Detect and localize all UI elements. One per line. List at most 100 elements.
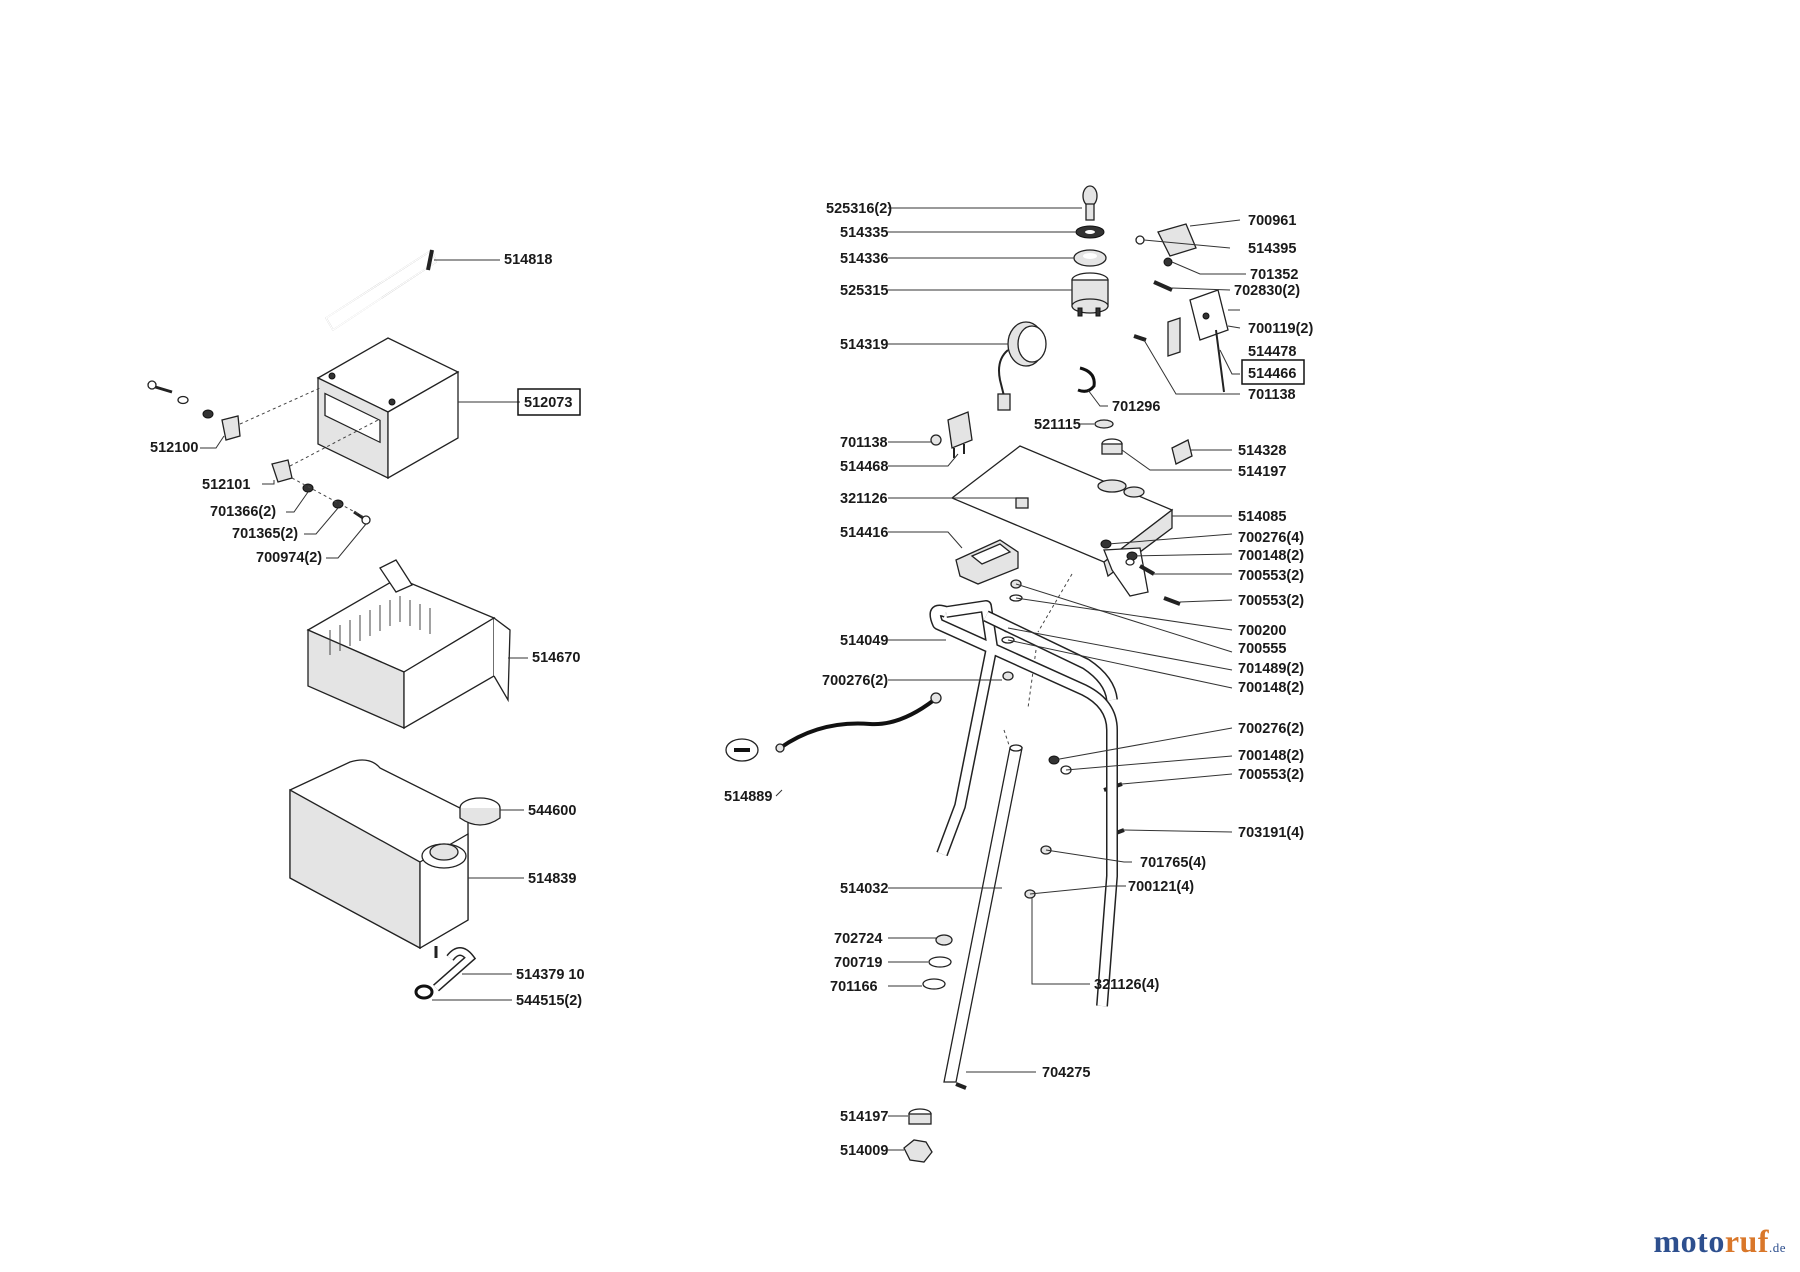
hour-meter: [997, 321, 1047, 411]
label-701138a: 701138: [840, 435, 888, 451]
label-700974: 700974(2): [256, 550, 322, 566]
fuel-cap: [459, 797, 501, 826]
ignition-switch: [1071, 272, 1109, 317]
screw-701138b: [1133, 334, 1147, 342]
label-700961: 700961: [1248, 213, 1296, 229]
label-512073: 512073: [524, 395, 572, 411]
battery: [316, 337, 460, 480]
label-700119: 700119(2): [1248, 321, 1313, 337]
bushing-bottom: [908, 1108, 932, 1125]
bushing-top: [1101, 438, 1123, 455]
washer-702724: [935, 934, 953, 946]
label-514009: 514009: [840, 1143, 888, 1159]
screw-701138: [930, 434, 942, 446]
label-321126a: 321126: [840, 491, 888, 507]
label-box-512073: [517, 388, 581, 416]
label-321126b: 321126(4): [1094, 977, 1159, 993]
washer-701166: [922, 978, 946, 990]
clip-701296: [1077, 366, 1096, 393]
motoruf-logo: motoruf.de: [1653, 1223, 1786, 1259]
label-514478: 514478: [1248, 344, 1296, 360]
leader-lines: [200, 207, 1246, 1151]
label-701489: 701489(2): [1238, 661, 1304, 677]
label-514319: 514319: [840, 337, 888, 353]
label-702830: 702830(2): [1234, 283, 1300, 299]
label-700276a: 700276(4): [1238, 530, 1304, 546]
label-512101: 512101: [202, 477, 250, 493]
fuel-tank: [289, 759, 469, 958]
label-701365: 701365(2): [232, 526, 298, 542]
label-box-514466: [1241, 359, 1305, 385]
label-700553b: 700553(2): [1238, 593, 1304, 609]
ground-cable: [725, 692, 942, 762]
label-525315: 525315: [840, 283, 888, 299]
switch-514328: [1171, 439, 1193, 465]
label-514818: 514818: [504, 252, 552, 268]
label-700553c: 700553(2): [1238, 767, 1304, 783]
label-701296: 701296: [1112, 399, 1160, 415]
label-701138b: 701138: [1248, 387, 1296, 403]
label-704275: 704275: [1042, 1065, 1090, 1081]
label-700200: 700200: [1238, 623, 1286, 639]
label-514197b: 514197: [840, 1109, 888, 1125]
label-703191: 703191(4): [1238, 825, 1304, 841]
label-514085: 514085: [1238, 509, 1286, 525]
label-514466: 514466: [1248, 366, 1296, 382]
label-701352: 701352: [1250, 267, 1298, 283]
label-514395: 514395: [1248, 241, 1296, 257]
label-700555: 700555: [1238, 641, 1286, 657]
lower-bracket: [955, 539, 1019, 585]
nut-514336: [1073, 249, 1107, 267]
side-bracket: [1103, 547, 1149, 597]
label-514032: 514032: [840, 881, 888, 897]
lever-700961: [1157, 223, 1197, 257]
pinion-gear: [903, 1139, 933, 1163]
battery-strap: [325, 248, 437, 331]
label-514336: 514336: [840, 251, 888, 267]
label-700719: 700719: [834, 955, 882, 971]
label-701366: 701366(2): [210, 504, 276, 520]
label-700148b: 700148(2): [1238, 680, 1304, 696]
label-514049: 514049: [840, 633, 888, 649]
label-544515: 544515(2): [516, 993, 582, 1009]
label-700121: 700121(4): [1128, 879, 1194, 895]
label-700553a: 700553(2): [1238, 568, 1304, 584]
label-701166: 701166: [830, 979, 878, 995]
label-700148a: 700148(2): [1238, 548, 1304, 564]
label-701765: 701765(4): [1140, 855, 1206, 871]
label-514839: 514839: [528, 871, 576, 887]
switch-bracket: [1167, 289, 1229, 393]
label-544600: 544600: [528, 803, 576, 819]
grommet-521115: [1094, 419, 1114, 429]
label-514468: 514468: [840, 459, 888, 475]
ignition-key: [1082, 185, 1098, 221]
label-514197a: 514197: [1238, 464, 1286, 480]
label-525316: 525316(2): [826, 201, 892, 217]
label-514379: 514379 10: [516, 967, 585, 983]
steering-column: [943, 744, 1023, 1083]
label-521115: 521115: [1034, 417, 1081, 433]
battery-tray: [306, 559, 511, 730]
label-514889: 514889: [724, 789, 772, 805]
label-512100: 512100: [150, 440, 198, 456]
label-514416: 514416: [840, 525, 888, 541]
washer-700719: [928, 956, 952, 968]
label-702724: 702724: [834, 931, 882, 947]
relay: [947, 411, 973, 458]
screw-514395: [1135, 235, 1145, 245]
battery-terminal-bolts: [147, 380, 379, 525]
label-514670: 514670: [532, 650, 580, 666]
part-labels: 514818 512073 512100 512101 701366(2) 70…: [150, 201, 1313, 1159]
label-700148c: 700148(2): [1238, 748, 1304, 764]
screw-702830: [1153, 280, 1173, 292]
fuel-hose: [414, 947, 477, 1000]
label-700276c: 700276(2): [1238, 721, 1304, 737]
nut-701352: [1163, 257, 1173, 267]
label-514335: 514335: [840, 225, 888, 241]
label-514328: 514328: [1238, 443, 1286, 459]
handle-frame: [929, 600, 1118, 1007]
label-700276b: 700276(2): [822, 673, 888, 689]
pin-704275: [955, 1082, 967, 1090]
hardware-cluster: [1001, 539, 1181, 899]
